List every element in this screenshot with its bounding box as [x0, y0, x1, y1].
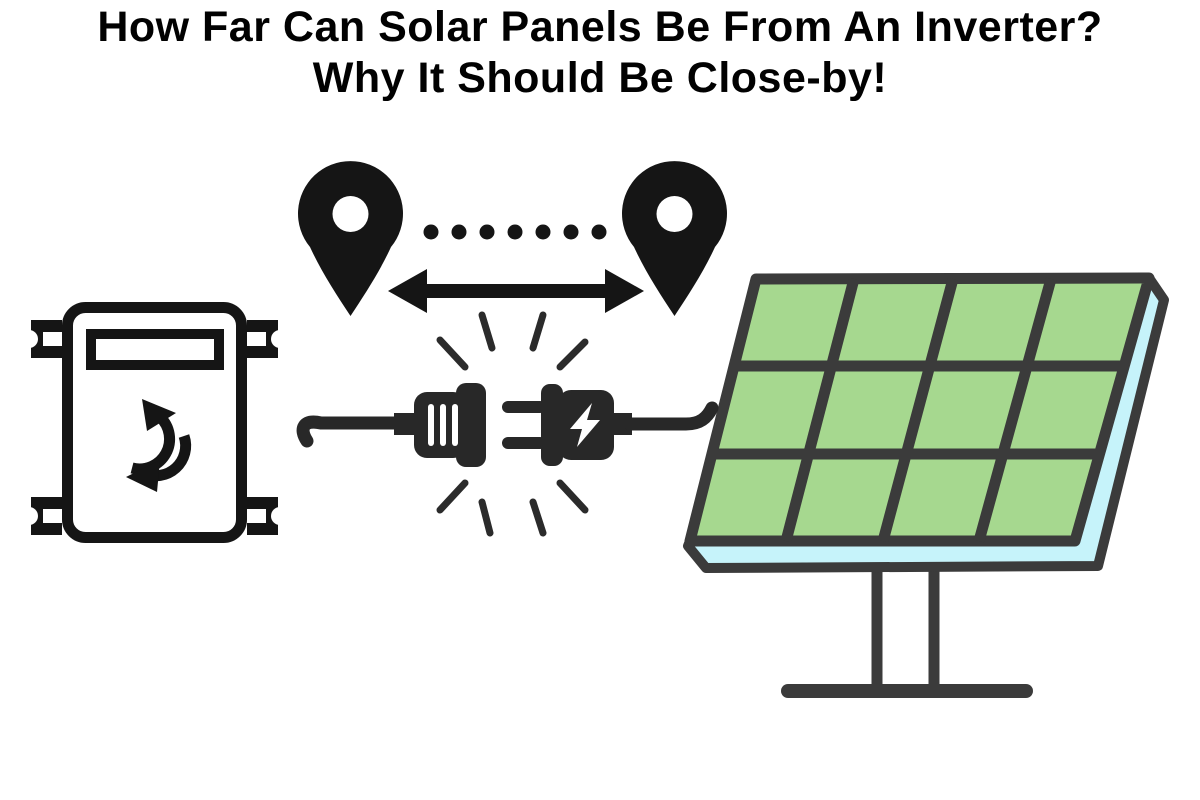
mounting-bracket-top-left: [20, 320, 62, 358]
double-arrow-icon: [388, 269, 644, 313]
socket-plug-icon: [394, 383, 486, 467]
plug-prong-top: [502, 401, 546, 413]
lightning-bolt-icon: [570, 403, 600, 447]
map-pin-left-icon: [298, 161, 403, 316]
cable-left: [296, 415, 407, 448]
socket-vents: [428, 404, 458, 446]
title-line-1: How Far Can Solar Panels Be From An Inve…: [97, 3, 1103, 51]
inverter-display-slot: [86, 329, 224, 370]
panel-stand: [781, 566, 1033, 698]
mounting-bracket-bottom-right: [247, 497, 289, 535]
map-pin-right-icon: [622, 161, 727, 316]
panel-grid: [712, 277, 1124, 543]
solar-panel-icon: [683, 272, 1169, 698]
spark-lines: [436, 311, 589, 537]
title-line-2: Why It Should Be Close-by!: [312, 54, 888, 102]
disconnected-plug-icon: [296, 311, 719, 537]
inverter-box-icon: [20, 302, 289, 543]
power-plug-icon: [502, 384, 632, 466]
sync-arrows-icon: [126, 399, 192, 492]
plug-prong-bottom: [502, 437, 546, 449]
mounting-bracket-top-right: [247, 320, 289, 358]
page-title: How Far Can Solar Panels Be From An Inve…: [0, 2, 1200, 104]
cable-right: [623, 401, 719, 431]
mounting-bracket-bottom-left: [20, 497, 62, 535]
dotted-distance-line: [423, 224, 607, 240]
distance-indicator: [298, 161, 727, 316]
